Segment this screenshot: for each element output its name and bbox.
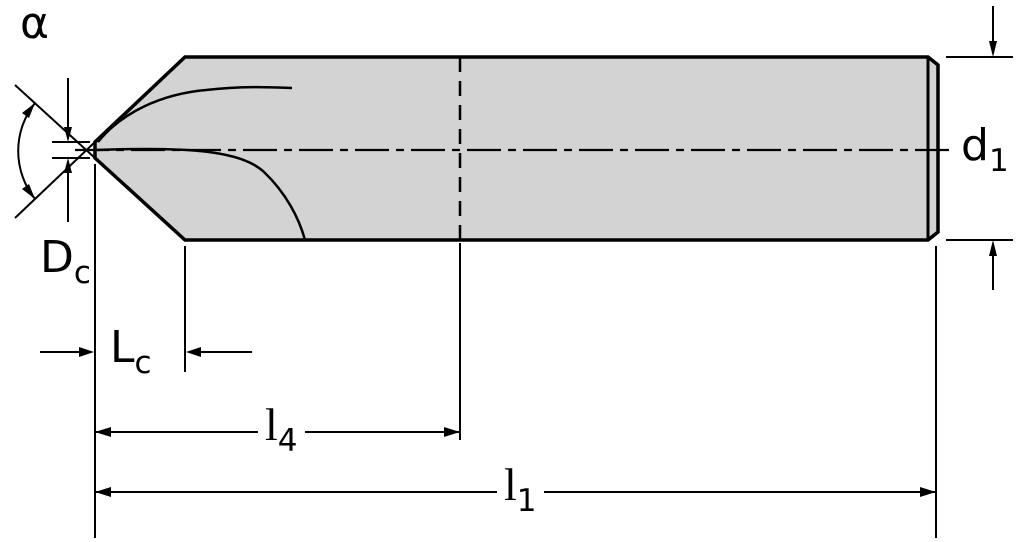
tool-outline — [93, 55, 940, 242]
l4-arrowhead-right — [444, 427, 460, 437]
l4-symbol: l — [265, 399, 278, 450]
label-d1: d1 — [961, 124, 1009, 177]
label-lc: Lc — [110, 326, 152, 379]
l1-arrowhead-right — [920, 487, 936, 497]
lc-subscript: c — [134, 345, 152, 381]
l4-subscript: 4 — [277, 423, 298, 459]
d1-arrowhead-down — [989, 41, 997, 57]
d1-symbol: d — [961, 120, 989, 171]
l4-arrowhead-left — [95, 427, 111, 437]
angle-arrowhead-bottom — [22, 184, 35, 199]
label-alpha: α — [20, 2, 49, 46]
construction-line-lower — [14, 141, 96, 219]
dc-subscript: c — [73, 255, 91, 291]
dc-arrowhead-down — [64, 127, 72, 142]
d1-dimension — [946, 6, 1013, 290]
angle-dimension — [14, 84, 96, 219]
l1-subscript: 1 — [516, 483, 537, 519]
l1-symbol: l — [504, 459, 517, 510]
dc-dimension — [52, 78, 90, 222]
construction-line-upper — [14, 84, 96, 159]
angle-arrowhead-top — [22, 103, 35, 118]
tool-body — [93, 55, 940, 242]
angle-arc — [17, 102, 36, 200]
extension-lines — [94, 164, 937, 538]
d1-arrowhead-up — [989, 240, 997, 256]
lc-dimension — [40, 347, 252, 357]
lc-arrowhead-right — [79, 347, 94, 357]
l1-arrowhead-left — [95, 487, 111, 497]
lc-symbol: L — [110, 322, 135, 373]
dc-symbol: D — [40, 232, 74, 283]
label-l4: l4 — [258, 399, 305, 457]
label-l1: l1 — [497, 459, 544, 517]
dc-arrowhead-up — [64, 158, 72, 173]
label-dc: Dc — [40, 236, 91, 289]
flute-curve-upper — [97, 85, 293, 143]
alpha-symbol: α — [20, 0, 50, 49]
d1-subscript: 1 — [988, 143, 1009, 179]
lc-arrowhead-left — [186, 347, 201, 357]
